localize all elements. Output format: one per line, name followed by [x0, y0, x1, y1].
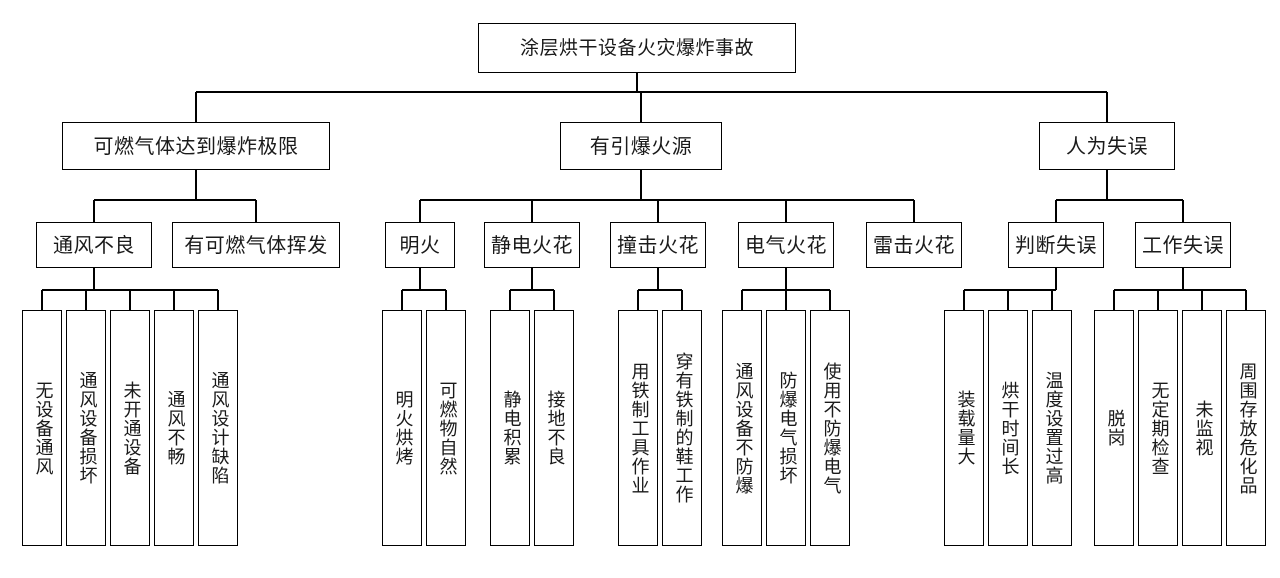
- intermediate-event-node-l3[interactable]: 通风不良: [36, 222, 152, 268]
- node-label: 通风设备不防爆: [732, 361, 754, 495]
- node-label: 明火: [399, 233, 441, 257]
- node-label: 人为失误: [1066, 134, 1148, 158]
- node-label: 温度设置过高: [1042, 371, 1064, 485]
- node-label: 通风不良: [53, 233, 135, 257]
- node-label: 撞击火花: [617, 233, 699, 257]
- basic-event-node[interactable]: 通风设备不防爆: [722, 310, 762, 546]
- root-event-node[interactable]: 涂层烘干设备火灾爆炸事故: [478, 23, 796, 73]
- basic-event-node[interactable]: 脱岗: [1094, 310, 1134, 546]
- node-label: 电气火花: [745, 233, 827, 257]
- basic-event-node[interactable]: 烘干时间长: [988, 310, 1028, 546]
- node-label: 使用不防爆电气: [820, 361, 842, 495]
- node-label: 用铁制工具作业: [628, 361, 650, 495]
- intermediate-event-node-l3[interactable]: 明火: [385, 222, 455, 268]
- node-label: 明火烘烤: [392, 390, 414, 466]
- node-label: 烘干时间长: [998, 380, 1020, 476]
- basic-event-node[interactable]: 通风不畅: [154, 310, 194, 546]
- basic-event-node[interactable]: 明火烘烤: [382, 310, 422, 546]
- node-label: 静电积累: [500, 390, 522, 466]
- node-label: 有引爆火源: [589, 134, 693, 158]
- intermediate-event-node-l3[interactable]: 撞击火花: [610, 222, 706, 268]
- basic-event-node[interactable]: 无定期检查: [1138, 310, 1178, 546]
- basic-event-node[interactable]: 周围存放危化品: [1226, 310, 1266, 546]
- intermediate-event-node-l3[interactable]: 有可燃气体挥发: [172, 222, 340, 268]
- basic-event-node[interactable]: 通风设备损坏: [66, 310, 106, 546]
- node-label: 通风设计缺陷: [208, 371, 230, 485]
- node-label: 有可燃气体挥发: [184, 233, 328, 257]
- intermediate-event-node-l2[interactable]: 有引爆火源: [560, 122, 722, 170]
- basic-event-node[interactable]: 未监视: [1182, 310, 1222, 546]
- node-label: 雷击火花: [873, 233, 955, 257]
- intermediate-event-node-l3[interactable]: 电气火花: [738, 222, 834, 268]
- node-label: 未开通设备: [120, 380, 142, 476]
- node-label: 静电火花: [491, 233, 573, 257]
- basic-event-node[interactable]: 通风设计缺陷: [198, 310, 238, 546]
- node-label: 装载量大: [954, 390, 976, 466]
- intermediate-event-node-l3[interactable]: 静电火花: [484, 222, 580, 268]
- node-label: 工作失误: [1142, 233, 1224, 257]
- basic-event-node[interactable]: 接地不良: [534, 310, 574, 546]
- node-label: 无设备通风: [32, 380, 54, 476]
- node-label: 接地不良: [544, 390, 566, 466]
- basic-event-node[interactable]: 防爆电气损坏: [766, 310, 806, 546]
- node-label: 穿有铁制的鞋工作: [672, 352, 694, 504]
- basic-event-node[interactable]: 装载量大: [944, 310, 984, 546]
- basic-event-node[interactable]: 未开通设备: [110, 310, 150, 546]
- node-label: 无定期检查: [1148, 380, 1170, 476]
- basic-event-node[interactable]: 温度设置过高: [1032, 310, 1072, 546]
- basic-event-node[interactable]: 可燃物自然: [426, 310, 466, 546]
- node-label: 涂层烘干设备火灾爆炸事故: [519, 36, 754, 59]
- intermediate-event-node-l2[interactable]: 人为失误: [1039, 122, 1175, 170]
- node-label: 脱岗: [1104, 409, 1126, 447]
- node-label: 可燃物自然: [436, 380, 458, 476]
- basic-event-node[interactable]: 无设备通风: [22, 310, 62, 546]
- node-label: 防爆电气损坏: [776, 371, 798, 485]
- intermediate-event-node-l3[interactable]: 判断失误: [1008, 222, 1104, 268]
- node-label: 周围存放危化品: [1236, 361, 1258, 495]
- node-label: 判断失误: [1015, 233, 1097, 257]
- basic-event-node[interactable]: 使用不防爆电气: [810, 310, 850, 546]
- basic-event-node[interactable]: 静电积累: [490, 310, 530, 546]
- intermediate-event-node-l3[interactable]: 雷击火花: [866, 222, 962, 268]
- intermediate-event-node-l3[interactable]: 工作失误: [1135, 222, 1231, 268]
- basic-event-node[interactable]: 用铁制工具作业: [618, 310, 658, 546]
- node-label: 未监视: [1192, 399, 1214, 457]
- node-label: 通风不畅: [164, 390, 186, 466]
- intermediate-event-node-l2[interactable]: 可燃气体达到爆炸极限: [62, 122, 330, 170]
- node-label: 可燃气体达到爆炸极限: [93, 134, 299, 158]
- node-label: 通风设备损坏: [76, 371, 98, 485]
- basic-event-node[interactable]: 穿有铁制的鞋工作: [662, 310, 702, 546]
